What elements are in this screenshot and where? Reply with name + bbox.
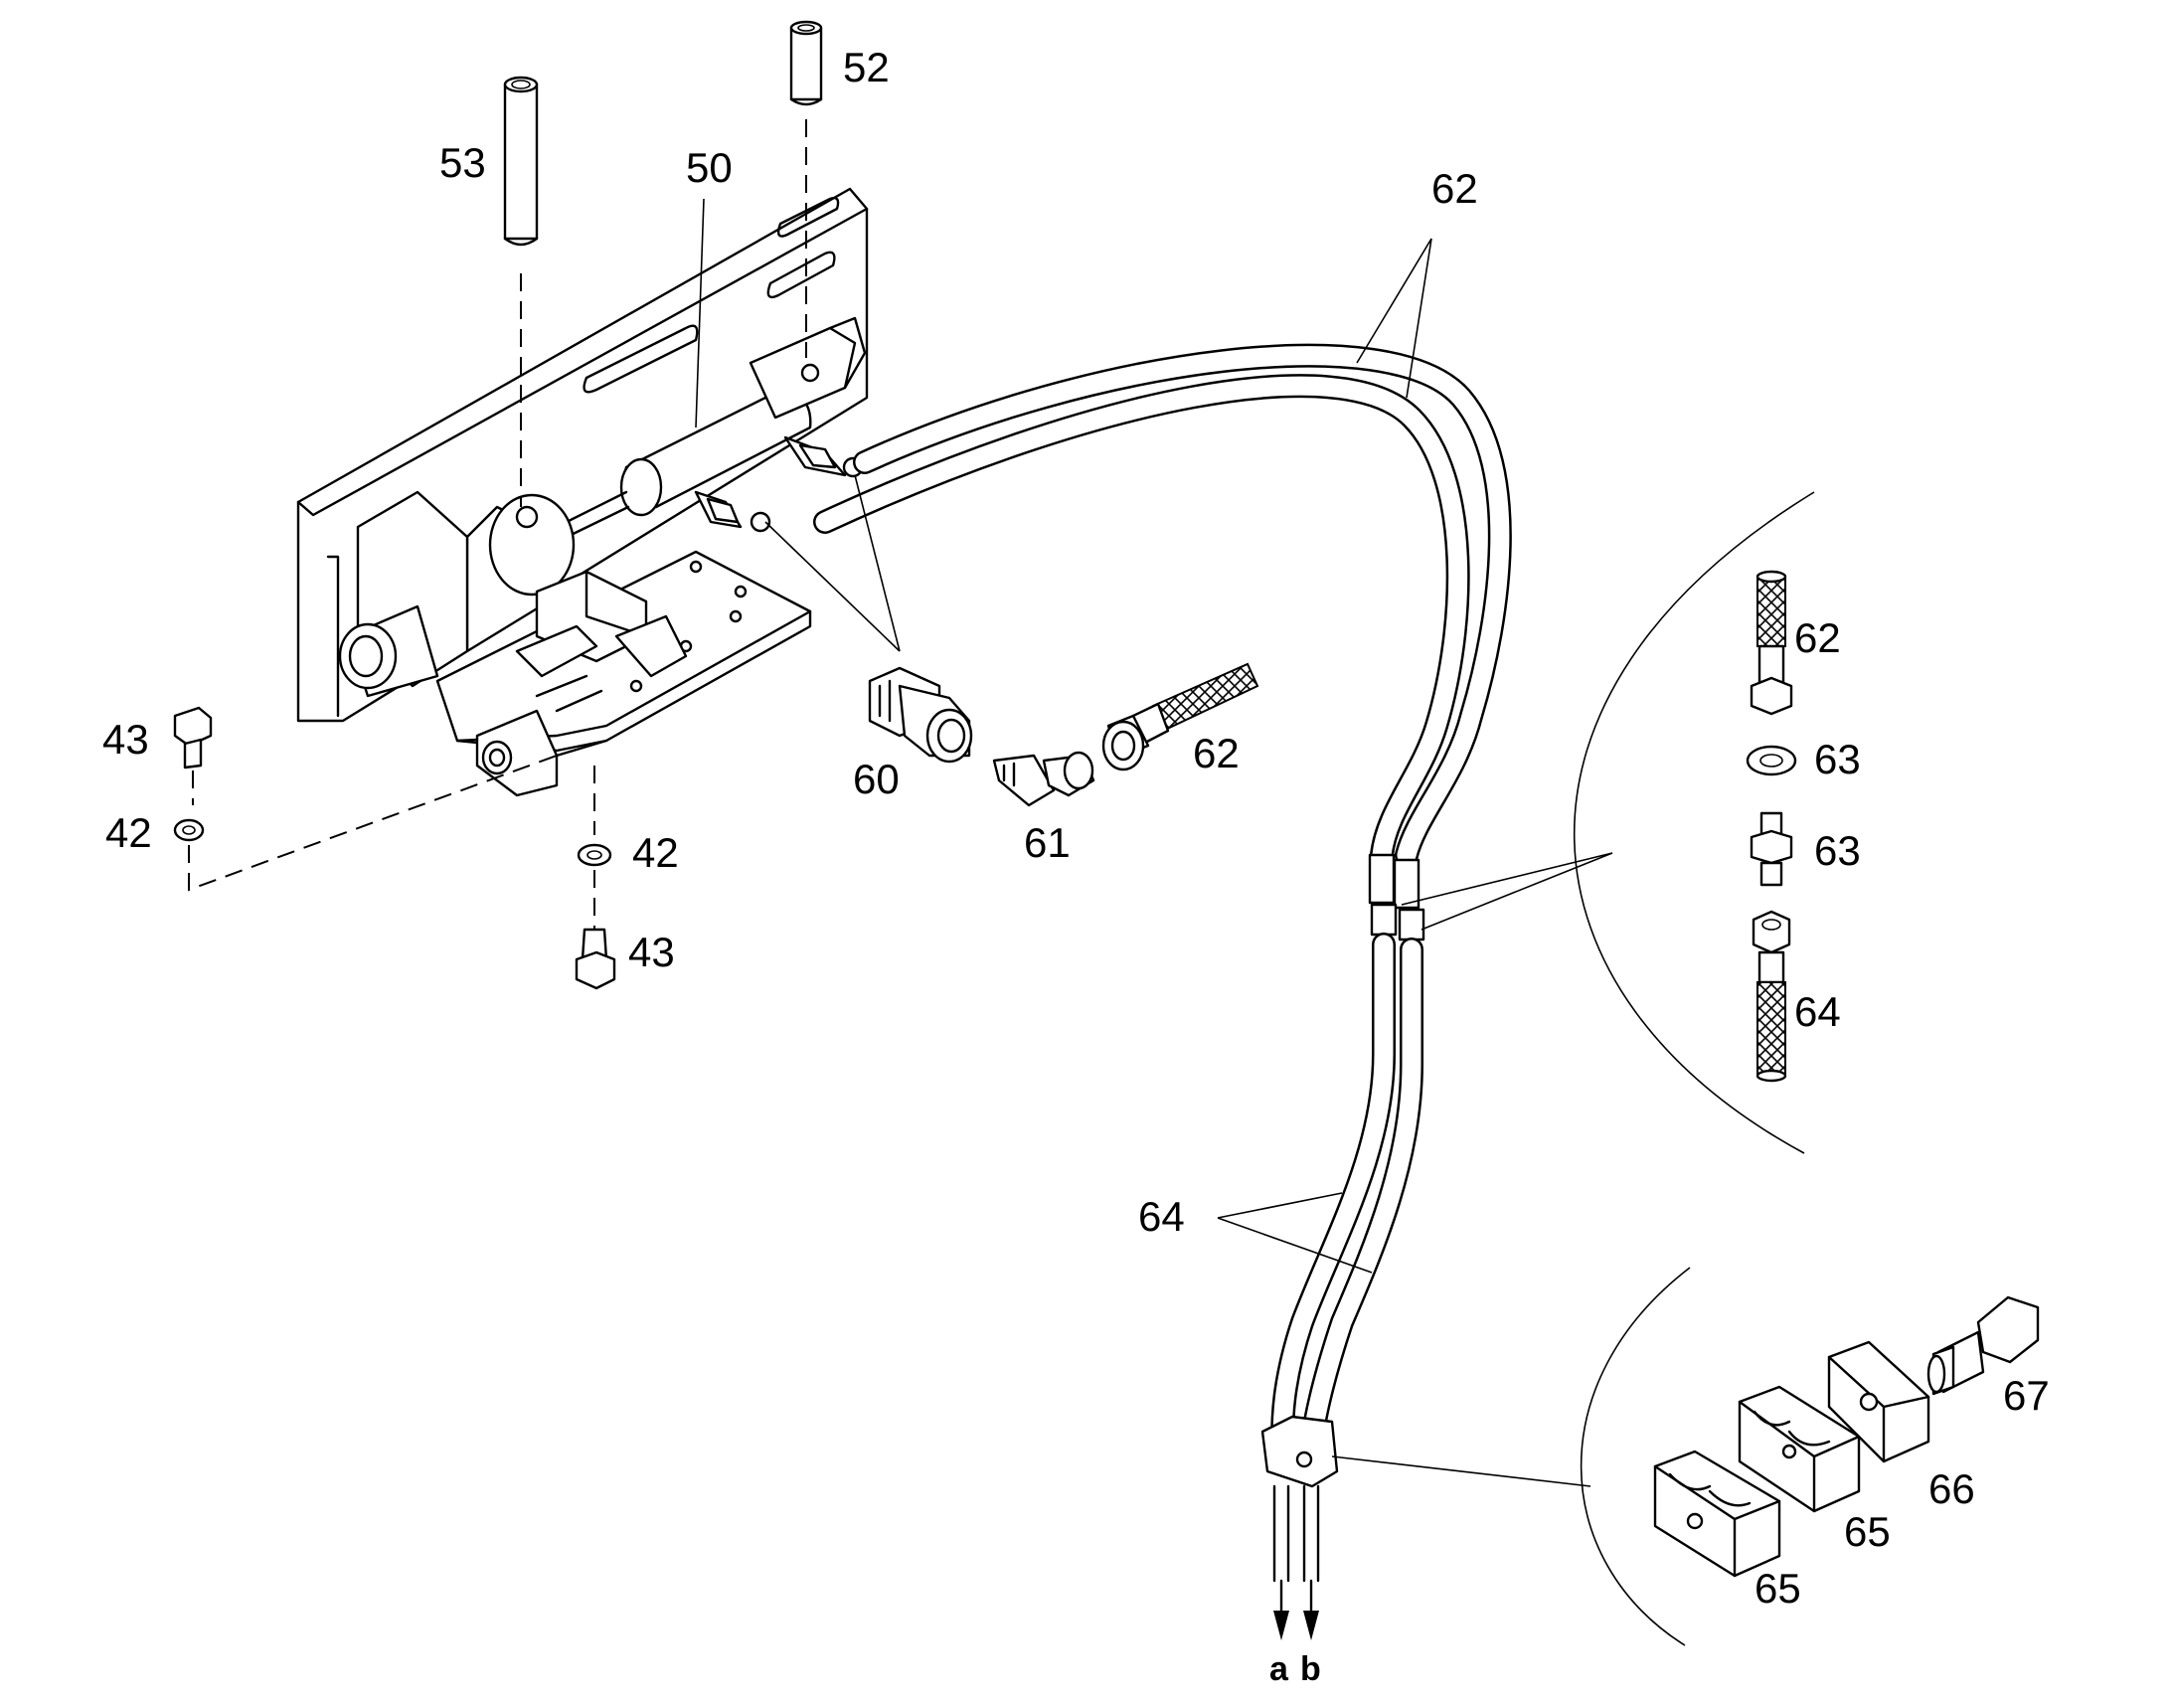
label-62-mid: 62 (1193, 730, 1240, 776)
label-67: 67 (2003, 1372, 2050, 1419)
elbow-61 (992, 751, 1095, 807)
hose-end-62-mid (1101, 662, 1259, 771)
elbow-fitting (750, 511, 771, 533)
plate-slot (766, 251, 836, 299)
hex-nut (1398, 908, 1425, 941)
plate-slot (583, 324, 699, 394)
mounting-plate-assembly (296, 187, 869, 797)
label-flow-a: a (1269, 1650, 1289, 1688)
label-65-lower: 65 (1755, 1565, 1801, 1612)
label-50: 50 (686, 144, 733, 191)
label-63-nipple: 63 (1814, 827, 1861, 874)
pin-hole (515, 505, 539, 529)
hose-clamp (1260, 1415, 1339, 1488)
detail-callout-hose-connection (1573, 491, 1815, 1154)
detail-arc (1573, 491, 1815, 1154)
label-43-mid: 43 (628, 929, 675, 975)
bolt-hole (800, 363, 820, 383)
detail-callout-clamp (1580, 1267, 2040, 1646)
label-61: 61 (1024, 819, 1071, 866)
rotary-body (488, 493, 576, 597)
label-flow-b: b (1300, 1650, 1321, 1688)
clamp-bolt (1295, 1451, 1313, 1468)
hose-coupling (1368, 853, 1396, 905)
label-63-nut: 63 (1814, 736, 1861, 782)
label-64-detail: 64 (1794, 988, 1841, 1035)
fitting-60 (868, 666, 973, 764)
label-60: 60 (853, 756, 900, 802)
flow-arrow-b (1303, 1611, 1319, 1640)
leader-lines (695, 198, 1613, 1487)
hose-coupling (1393, 858, 1421, 910)
label-62-top: 62 (1431, 165, 1478, 212)
label-42-left: 42 (105, 809, 152, 856)
bolt-43-left (173, 706, 213, 805)
part-labels: 53 52 50 62 43 42 42 43 60 61 62 62 63 6… (102, 44, 2050, 1688)
pin-53 (503, 76, 539, 507)
pin-52 (789, 20, 823, 358)
label-53: 53 (439, 139, 486, 186)
label-62-detail: 62 (1794, 614, 1841, 661)
label-42-mid: 42 (632, 829, 679, 876)
washer-42-left (173, 755, 558, 892)
bolt-43-mid (575, 870, 616, 990)
cylinder-end-cap (619, 457, 663, 517)
label-52: 52 (843, 44, 890, 90)
detail-arc (1580, 1267, 1691, 1646)
hose-routing (813, 343, 1512, 1640)
flow-arrow-a (1273, 1611, 1289, 1640)
label-43-left: 43 (102, 716, 149, 763)
hex-nut (1370, 903, 1398, 937)
label-65-upper: 65 (1844, 1508, 1891, 1555)
plate-slot (776, 196, 840, 238)
washer-42-mid (577, 766, 612, 867)
label-64-main: 64 (1138, 1193, 1185, 1240)
label-66: 66 (1928, 1465, 1975, 1512)
